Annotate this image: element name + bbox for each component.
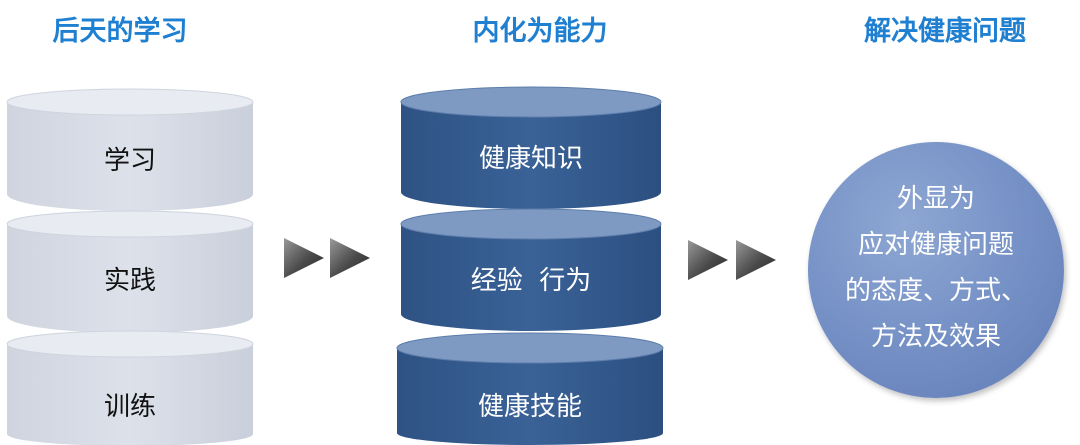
cylinder-skills-shape [396,332,664,445]
result-line-4: 方法及效果 [870,322,1001,352]
cylinder-skills-label: 健康技能 [477,392,582,422]
cylinder-study: 学习 [6,88,254,212]
cylinder-experience-label: 经验 行为 [470,266,592,296]
result-line-2: 应对健康问题 [857,230,1014,260]
arrows-step-one [284,238,370,278]
heading-learning: 后天的学习 [52,16,188,47]
cylinder-knowledge-shape [400,86,662,209]
cylinder-skills: 健康技能 [396,332,664,445]
arrow-right-icon [688,240,728,280]
cylinder-study-label: 学习 [103,146,156,176]
cylinder-knowledge: 健康知识 [400,86,662,210]
cylinder-knowledge-label: 健康知识 [478,144,583,174]
cylinder-experience-shape [400,208,662,331]
heading-internalize: 内化为能力 [472,16,608,47]
cylinder-practice-label: 实践 [103,266,156,296]
cylinder-study-shape [6,88,254,211]
result-circle: 外显为 应对健康问题 的态度、方式、 方法及效果 [808,142,1064,398]
arrow-right-icon [330,238,370,278]
cylinder-practice-shape [6,210,254,333]
arrows-step-two [688,240,776,280]
result-line-1: 外显为 [896,184,975,214]
heading-solve: 解决健康问题 [864,16,1026,47]
cylinder-training-label: 训练 [103,392,156,422]
arrow-right-icon [736,240,776,280]
cylinder-training-shape [6,330,254,445]
arrow-right-icon [284,238,324,278]
cylinder-experience: 经验 行为 [400,208,662,332]
result-line-3: 的态度、方式、 [844,276,1027,306]
cylinder-practice: 实践 [6,210,254,334]
cylinder-training: 训练 [6,330,254,445]
